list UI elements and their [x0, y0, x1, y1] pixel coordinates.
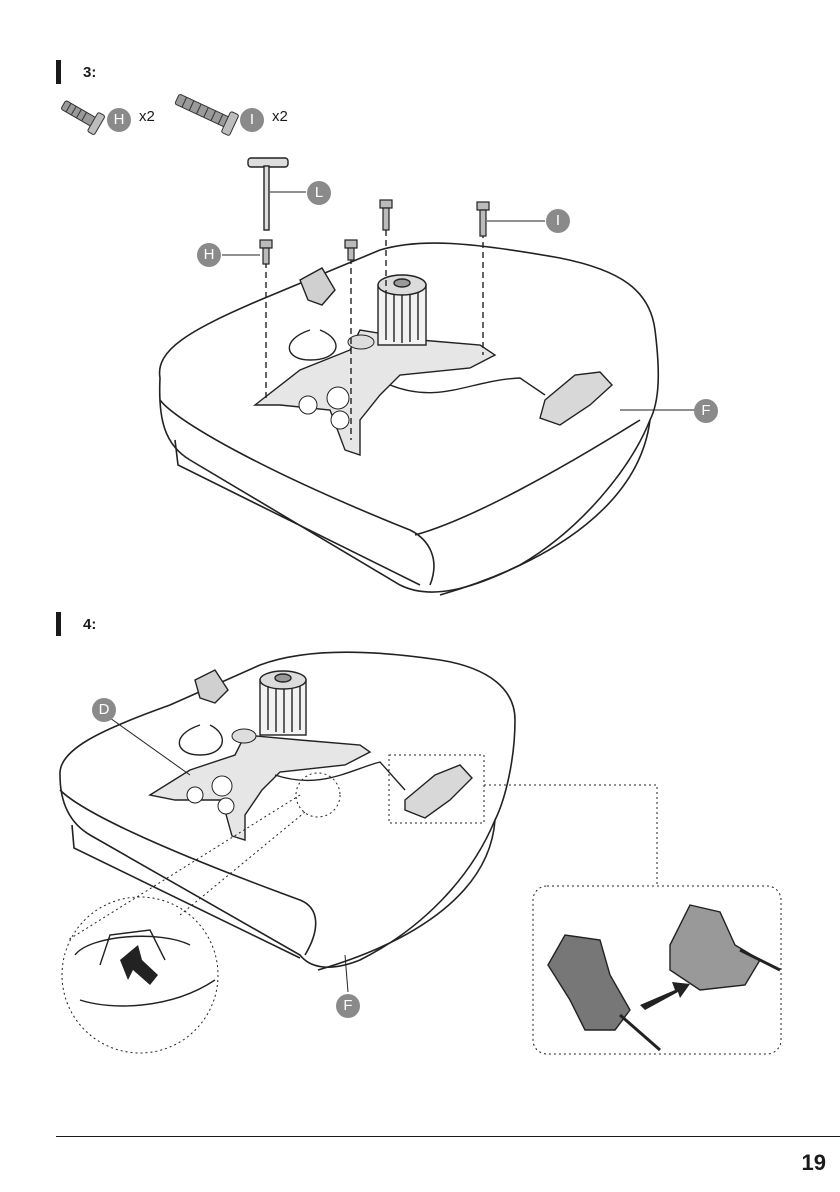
- insert-arrow-icon: [640, 982, 690, 1010]
- arrow-icon: [120, 945, 158, 985]
- footer-rule: [56, 1136, 840, 1137]
- callout-f-step4: F: [336, 994, 360, 1018]
- lever-handle: [405, 765, 472, 818]
- page-number: 19: [802, 1150, 826, 1176]
- callout-d: D: [92, 698, 116, 722]
- gas-cylinder: [260, 671, 306, 735]
